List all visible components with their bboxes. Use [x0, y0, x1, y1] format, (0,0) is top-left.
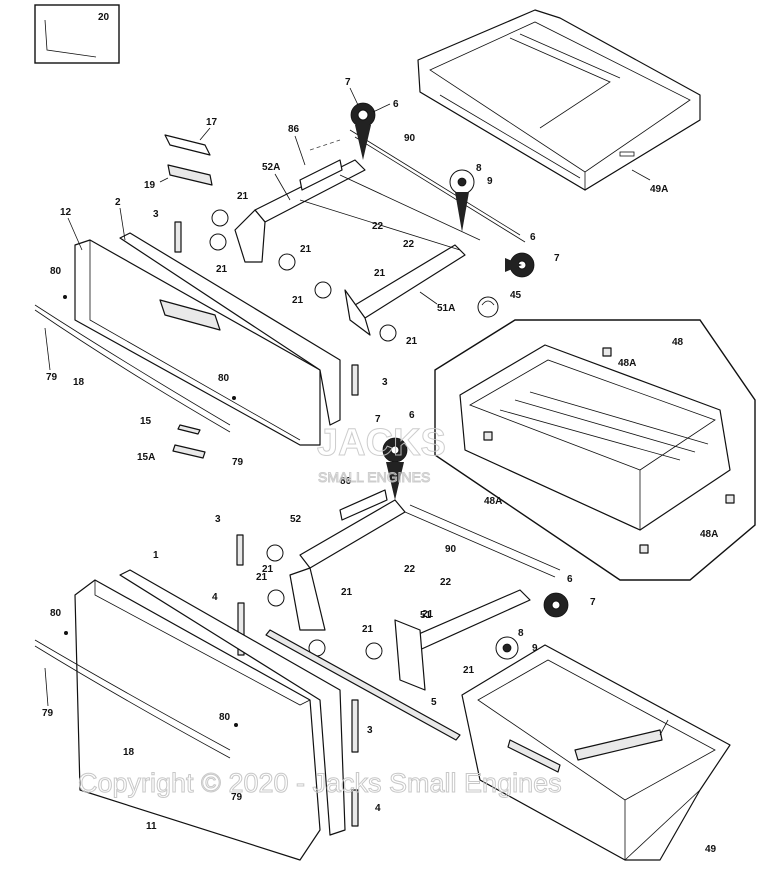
- callout-52: 52: [290, 514, 302, 525]
- callout-2: 2: [115, 197, 121, 208]
- callout-21-e: 21: [374, 268, 386, 279]
- callout-21-h: 21: [341, 587, 353, 598]
- callout-52A: 52A: [262, 162, 280, 173]
- lower-drawer-front: [34, 534, 461, 861]
- callout-48: 48: [672, 337, 684, 348]
- inset-hex-key: 20: [34, 4, 120, 64]
- callout-51A: 51A: [437, 303, 455, 314]
- callout-45: 45: [510, 290, 522, 301]
- callout-80-d: 80: [219, 712, 231, 723]
- callout-49A: 49A: [650, 184, 668, 195]
- callout-22-d: 22: [440, 577, 452, 588]
- callout-90-lower: 90: [445, 544, 457, 555]
- upper-screws-21: [209, 209, 397, 342]
- callout-15: 15: [140, 416, 152, 427]
- callout-79-a: 79: [46, 372, 58, 383]
- callout-90-upper: 90: [404, 133, 416, 144]
- callout-21-j: 21: [362, 624, 374, 635]
- lower-bin: [461, 644, 731, 861]
- callout-80-c: 80: [50, 608, 62, 619]
- callout-19: 19: [144, 180, 156, 191]
- callout-12: 12: [60, 207, 72, 218]
- callout-6-a: 6: [393, 99, 399, 110]
- callout-7-c: 7: [375, 414, 381, 425]
- callout-7-a: 7: [345, 77, 351, 88]
- upper-gear-nut: [449, 169, 475, 232]
- callout-21-f: 21: [406, 336, 418, 347]
- callout-22-b: 22: [403, 239, 415, 250]
- callout-11: 11: [146, 821, 157, 832]
- callout-6-d: 6: [567, 574, 573, 585]
- callout-15A: 15A: [137, 452, 155, 463]
- upper-gear-right: [505, 252, 535, 278]
- callout-6-c: 6: [409, 410, 415, 421]
- callout-6-b: 6: [530, 232, 536, 243]
- callout-79-d: 79: [231, 792, 243, 803]
- lower-gear-right: [543, 592, 569, 618]
- callout-21-l: 21: [262, 564, 274, 575]
- callout-21-g: 21: [256, 572, 268, 583]
- callout-49: 49: [705, 844, 717, 855]
- callout-48A-a: 48A: [618, 358, 636, 369]
- callout-9-b: 9: [532, 643, 538, 654]
- callout-8-b: 8: [518, 628, 524, 639]
- lower-slide-assembly: [289, 489, 561, 691]
- lower-gear-nut: [495, 636, 519, 660]
- lower-gear-top: [382, 437, 408, 500]
- callout-3-c: 3: [215, 514, 221, 525]
- lower-screws-21: [266, 544, 383, 660]
- callout-21-c: 21: [216, 264, 228, 275]
- watermark-copyright: Copyright © 2020 - Jacks Small Engines: [78, 768, 562, 798]
- callout-21-b: 21: [300, 244, 312, 255]
- callout-9-a: 9: [487, 176, 493, 187]
- callout-21-d: 21: [292, 295, 304, 306]
- clip-45: [477, 296, 499, 318]
- watermark-logo-subtext: SMALL ENGINES: [318, 469, 430, 485]
- callout-51: 51: [420, 610, 432, 621]
- watermark-logo-text: JACKS: [317, 422, 446, 464]
- callout-79-c: 79: [42, 708, 54, 719]
- upper-gear-left: [350, 102, 376, 160]
- callout-80-a: 80: [50, 266, 62, 277]
- callout-80-b: 80: [218, 373, 230, 384]
- callout-20: 20: [98, 12, 110, 23]
- callout-21-a: 21: [237, 191, 249, 202]
- callout-48A-b: 48A: [484, 496, 502, 507]
- callout-86-upper: 86: [288, 124, 300, 135]
- callout-4-a: 4: [212, 592, 218, 603]
- callout-48A-c: 48A: [700, 529, 718, 540]
- callout-4-b: 4: [375, 803, 381, 814]
- callout-8-a: 8: [476, 163, 482, 174]
- callout-3-d: 3: [367, 725, 373, 736]
- upper-small-parts: [159, 127, 213, 186]
- callout-3-b: 3: [382, 377, 388, 388]
- callout-3-a: 3: [153, 209, 159, 220]
- callout-22-c: 22: [404, 564, 416, 575]
- callout-22-a: 22: [372, 221, 384, 232]
- upper-crisper-drawer: [417, 9, 701, 191]
- callout-5: 5: [431, 697, 437, 708]
- callout-7-b: 7: [554, 253, 560, 264]
- callout-21-k: 21: [463, 665, 475, 676]
- watermark-logo: JACKS SMALL ENGINES: [317, 422, 447, 486]
- upper-slide-assembly: [234, 129, 526, 336]
- callout-79-b: 79: [232, 457, 244, 468]
- callout-1: 1: [153, 550, 159, 561]
- callout-21-i: 21: [422, 609, 434, 620]
- callout-7-d: 7: [590, 597, 596, 608]
- upper-drawer-front: [34, 232, 341, 446]
- basket-inset: [434, 319, 756, 581]
- callout-18-b: 18: [123, 747, 135, 758]
- callout-17: 17: [206, 117, 218, 128]
- callout-18-a: 18: [73, 377, 85, 388]
- callout-86-lower: 86: [340, 476, 352, 487]
